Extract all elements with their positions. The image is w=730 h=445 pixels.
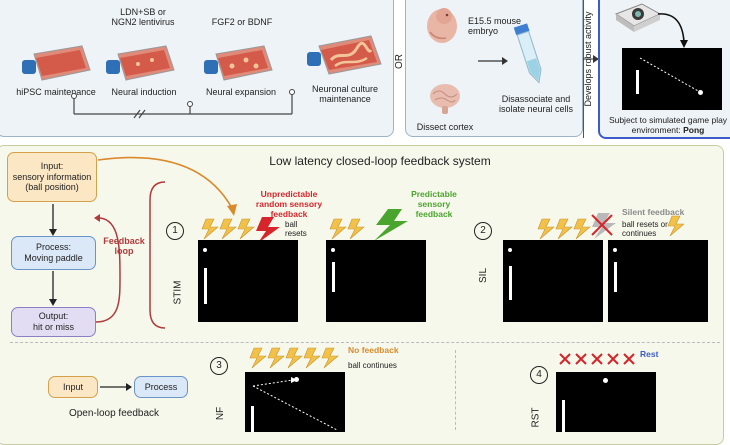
stim-screen-2: [326, 240, 426, 322]
sil-extra-bolt-icon: [667, 215, 684, 236]
sil-1-ball: [508, 248, 512, 252]
unpredictable-label: Unpredictable random sensory feedback: [255, 189, 323, 219]
ball-continues-label: ball continues: [348, 361, 397, 370]
nf-number: 3: [210, 357, 228, 375]
feedback-loop-label: Feedback loop: [103, 236, 145, 257]
stim-1-paddle: [204, 268, 207, 304]
predictable-bolts-icon: [329, 209, 408, 241]
predictable-label: Predictable sensory feedback: [411, 189, 457, 219]
sil-label: SIL: [478, 267, 490, 284]
open-loop-caption: Open-loop feedback: [68, 408, 160, 419]
pong-screen-preview: [622, 48, 722, 110]
output-box: Output: hit or miss: [11, 307, 96, 337]
stim-label: STIM: [172, 280, 184, 305]
flask-hipsc-icon: [22, 45, 91, 81]
game-caption-line1: Subject to simulated game play: [608, 115, 728, 125]
rst-screen: [556, 372, 656, 432]
embryo-label: E15.5 mouse embryo: [468, 16, 522, 37]
stim-screen-1: [198, 240, 298, 322]
pong-ball: [698, 90, 703, 95]
stim-1-ball: [203, 248, 207, 252]
silent-feedback-label: Silent feedback: [622, 207, 685, 217]
sil-screen-1: [503, 240, 603, 322]
sil-2-ball: [613, 248, 617, 252]
no-feedback-label: No feedback: [348, 345, 399, 355]
protocol-timeline: [71, 89, 295, 119]
rest-crosses-icon: [559, 353, 635, 365]
nf-paddle: [251, 406, 254, 432]
step-induction-label: Neural induction: [111, 87, 177, 97]
step-hipsc-label: hiPSC maintenance: [16, 87, 96, 97]
step-expansion-label: Neural expansion: [205, 87, 277, 97]
section-divider: [10, 342, 720, 343]
stim-number: 1: [166, 222, 184, 240]
nf-ball: [294, 377, 299, 382]
rst-label: RST: [530, 407, 542, 428]
game-caption-prefix: environment:: [631, 125, 684, 135]
process-box: Process: Moving paddle: [11, 236, 96, 270]
mea-chip-icon: [614, 3, 662, 32]
section-divider-vertical: [455, 350, 456, 430]
flask-induction-icon: [106, 45, 175, 81]
open-loop-arrow: [100, 383, 132, 391]
nf-label: NF: [215, 406, 227, 421]
flask-expansion-icon: [204, 45, 273, 81]
game-caption-pong: Pong: [683, 125, 705, 135]
game-caption-line2: environment: Pong: [600, 125, 730, 136]
step-culture-label: Neuronal culture maintenance: [311, 84, 379, 105]
stim-bolts-icon: [201, 217, 280, 243]
nf-bolts-icon: [249, 347, 339, 369]
rst-ball: [603, 378, 608, 383]
flask-culture-icon: [307, 35, 382, 75]
open-loop-input-box: Input: [48, 376, 98, 398]
rst-paddle: [562, 400, 565, 432]
treatment-induction: LDN+SB or NGN2 lentivirus: [111, 7, 175, 28]
sil-bolts-icon: [537, 213, 616, 240]
rst-number: 4: [530, 366, 548, 384]
main-title: Low latency closed-loop feedback system: [269, 154, 491, 168]
input-box: Input: sensory information (ball positio…: [7, 152, 97, 202]
develops-arrow: [583, 55, 599, 63]
tube-icon: [513, 23, 542, 84]
embryo-icon: [427, 8, 457, 43]
sil-screen-2: [608, 240, 708, 322]
sil-1-paddle: [509, 266, 512, 300]
ball-resets-label: ball resets: [285, 220, 307, 239]
treatment-expansion: FGF2 or BDNF: [211, 17, 273, 27]
stim-2-paddle: [332, 262, 335, 292]
develops-divider: [583, 0, 584, 138]
pong-trajectory: [639, 57, 701, 93]
stim-2-ball: [331, 248, 335, 252]
brain-icon: [430, 84, 460, 114]
or-label: OR: [394, 54, 405, 69]
flow-arrows: [49, 181, 166, 329]
resets-or-continues-label: ball resets or continues: [622, 220, 668, 239]
sil-number: 2: [474, 222, 492, 240]
dissect-label: Dissect cortex: [416, 122, 474, 132]
rest-label: Rest: [640, 349, 659, 359]
process-arrow-icon: [478, 57, 508, 65]
pong-paddle: [636, 70, 639, 94]
chip-to-game-arrow: [657, 13, 688, 48]
disassociate-label: Disassociate and isolate neural cells: [498, 94, 574, 115]
sil-2-paddle: [614, 262, 617, 292]
nf-trajectory: [252, 377, 338, 431]
input-to-screen-arrow: [97, 156, 237, 216]
open-loop-process-box: Process: [134, 376, 188, 398]
nf-screen: [245, 372, 345, 432]
